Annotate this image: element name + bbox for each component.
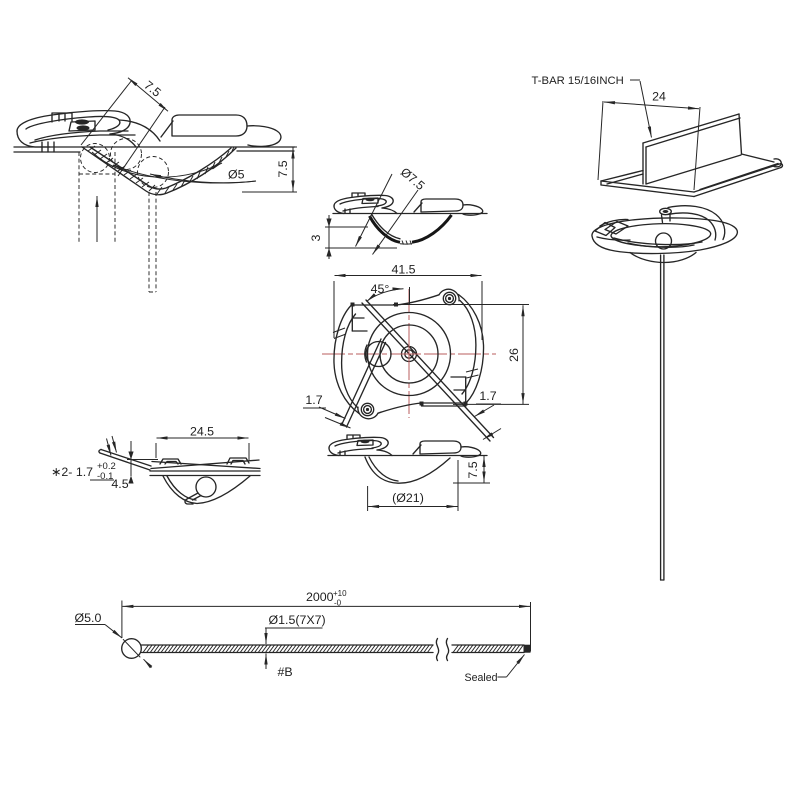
svg-text:+0.2: +0.2 [97, 461, 116, 472]
svg-text:+10: +10 [333, 589, 347, 598]
svg-text:7.5: 7.5 [276, 160, 290, 177]
svg-text:7.5: 7.5 [466, 461, 480, 478]
svg-text:Sealed: Sealed [465, 672, 498, 684]
svg-text:-0: -0 [334, 599, 342, 608]
svg-text:#B: #B [278, 665, 293, 679]
svg-text:1.7: 1.7 [305, 393, 322, 407]
svg-text:Ø5.0: Ø5.0 [75, 611, 102, 625]
svg-text:Ø5: Ø5 [228, 168, 245, 182]
svg-text:45°: 45° [371, 282, 390, 296]
svg-text:∗2- 1.7: ∗2- 1.7 [51, 465, 93, 479]
svg-text:3: 3 [309, 234, 323, 241]
svg-text:(Ø21): (Ø21) [392, 491, 424, 505]
svg-text:26: 26 [507, 348, 521, 362]
svg-text:-0.1: -0.1 [97, 471, 113, 482]
svg-text:T-BAR 15/16INCH: T-BAR 15/16INCH [532, 75, 624, 87]
svg-text:Ø1.5(7X7): Ø1.5(7X7) [269, 613, 326, 627]
svg-text:4.5: 4.5 [111, 477, 128, 491]
svg-text:1.7: 1.7 [479, 389, 496, 403]
svg-text:2000: 2000 [306, 590, 334, 604]
svg-text:24.5: 24.5 [190, 425, 214, 439]
svg-text:24: 24 [652, 90, 666, 104]
svg-text:41.5: 41.5 [391, 263, 415, 277]
